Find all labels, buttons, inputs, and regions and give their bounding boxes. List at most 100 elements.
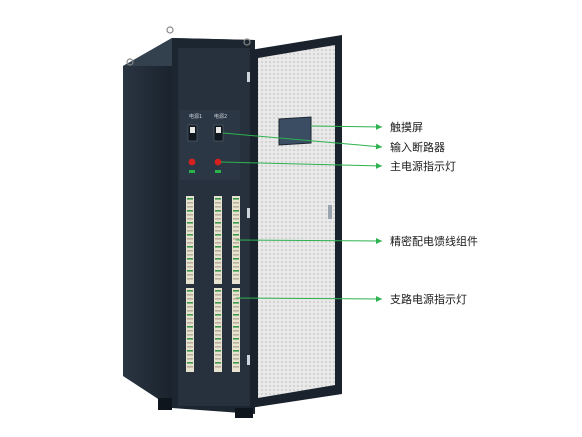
terminal-block [233,338,239,340]
arrowhead-icon [375,123,382,130]
terminal-block [215,270,221,272]
terminal-block [215,354,221,356]
terminal-block [187,346,193,348]
terminal-block [187,258,193,260]
terminal-block [187,350,193,352]
terminal-block [233,358,239,360]
terminal-block [233,214,239,216]
callout-leaders [220,123,383,302]
terminal-block [187,294,193,296]
terminal-block [187,290,193,292]
terminal-block [187,214,193,216]
terminal-block [187,250,193,252]
terminal-block [215,234,221,236]
terminal-block [233,314,239,316]
terminal-block [233,274,239,276]
terminal-block [215,210,221,212]
terminal-block [233,310,239,312]
terminal-block [215,206,221,208]
terminal-block [215,342,221,344]
terminal-block [215,330,221,332]
terminal-block [233,322,239,324]
terminal-block [215,222,221,224]
terminal-block [233,270,239,272]
terminal-block [215,214,221,216]
terminal-block [215,318,221,320]
terminal-block [233,206,239,208]
terminal-block [187,274,193,276]
terminal-block [187,310,193,312]
cabinet-side-panel [123,38,172,408]
terminal-block [187,222,193,224]
terminal-block [187,246,193,248]
terminal-block [233,346,239,348]
door-handle [328,205,332,219]
terminal-block [233,262,239,264]
cabinet-foot-right [235,408,253,418]
terminal-block [215,262,221,264]
terminal-block [215,274,221,276]
terminal-block [187,330,193,332]
terminal-block [233,326,239,328]
terminal-block [187,338,193,340]
terminal-block [215,302,221,304]
terminal-block [215,290,221,292]
terminal-block [187,334,193,336]
breaker-switch-icon [213,124,224,142]
terminal-block [187,230,193,232]
terminal-block [187,234,193,236]
leader-line-touchscreen [310,125,383,128]
terminal-block [215,218,221,220]
terminal-block [233,246,239,248]
arrowhead-icon [375,237,382,244]
terminal-block [233,238,239,240]
terminal-block [233,342,239,344]
terminal-block [215,310,221,312]
leader-line-branch-power-indicator [235,297,383,300]
terminal-block [233,198,239,200]
breaker-panel [180,110,240,180]
terminal-strip [186,196,194,284]
lifting-eye-right [243,38,251,46]
terminal-block [233,298,239,300]
indicator-light-icon [189,170,195,173]
terminal-block [215,254,221,256]
callout-main-power-indicator: 主电源指示灯 [390,160,456,173]
terminal-block [215,202,221,204]
terminal-block [187,206,193,208]
leader-line-main-power-indicator [220,161,383,167]
terminal-block [187,270,193,272]
leader-line-precision-cable-assembly [235,239,383,242]
terminal-block [187,262,193,264]
terminal-block [215,242,221,244]
terminal-block [215,226,221,228]
callout-precision-cable-assembly: 精密配电馈线组件 [390,235,478,248]
terminal-block [215,334,221,336]
terminal-block [233,210,239,212]
terminal-block [187,226,193,228]
arrowhead-icon [375,162,382,169]
callout-branch-power-indicator: 支路电源指示灯 [390,293,467,306]
terminal-block [187,242,193,244]
terminal-block [233,242,239,244]
terminal-block [215,230,221,232]
terminal-block [215,238,221,240]
terminal-block [187,358,193,360]
terminal-block [187,278,193,280]
terminal-block [187,306,193,308]
terminal-block [233,318,239,320]
cabinet-door-mesh [258,45,335,398]
terminal-block [187,202,193,204]
lifting-eye-left [126,58,134,66]
terminal-block [215,266,221,268]
terminal-block [233,306,239,308]
terminal-block [215,362,221,364]
arrowhead-icon [375,295,382,302]
cabinet-foot-left [158,398,172,410]
terminal-block [233,254,239,256]
touchscreen [278,116,312,146]
terminal-block [233,354,239,356]
callout-touchscreen: 触摸屏 [390,121,423,134]
terminal-block [233,222,239,224]
